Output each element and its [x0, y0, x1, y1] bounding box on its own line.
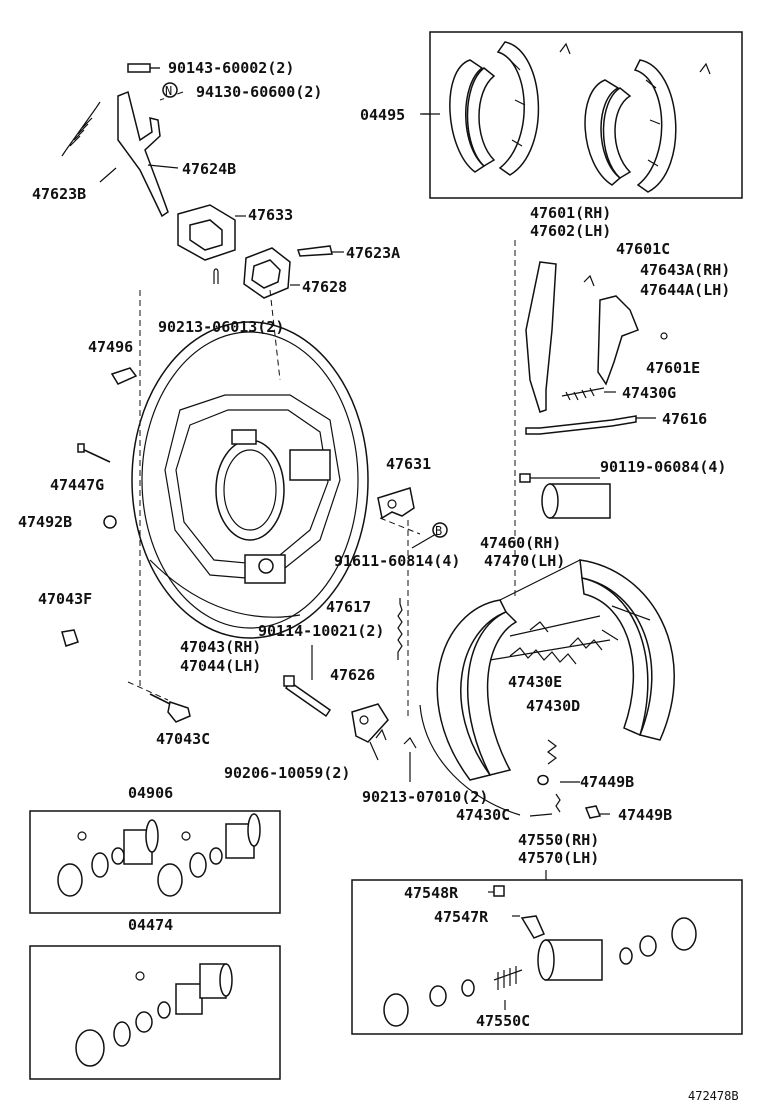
- label-47602-lh: 47602(LH): [530, 222, 611, 240]
- label-90206-10059: 90206-10059(2): [224, 764, 350, 782]
- label-47043c: 47043C: [156, 730, 210, 748]
- label-47447g: 47447G: [50, 476, 104, 494]
- kit-box-04906: [29, 810, 281, 914]
- label-47601c: 47601C: [616, 240, 670, 258]
- kit-04474-illustration: [75, 963, 233, 1067]
- label-04906: 04906: [128, 784, 173, 802]
- label-47548r: 47548R: [404, 884, 459, 902]
- label-90213-06013: 90213-06013(2): [158, 318, 284, 336]
- brake-assembly-illustration: [419, 559, 675, 819]
- label-47624b: 47624B: [182, 160, 236, 178]
- label-47550c: 47550C: [476, 1012, 530, 1030]
- brake-shoe-set-illustration: [449, 41, 711, 193]
- kit-47550-illustration: [383, 885, 697, 1027]
- label-47626: 47626: [330, 666, 375, 684]
- label-47043-rh: 47043(RH): [180, 638, 261, 656]
- label-47430g: 47430G: [622, 384, 676, 402]
- label-90119-06084: 90119-06084(4): [600, 458, 726, 476]
- label-47460-rh: 47460(RH): [480, 534, 561, 552]
- label-91611-60814: 91611-60814(4): [334, 552, 460, 570]
- label-47623a: 47623A: [346, 244, 400, 262]
- label-47044-lh: 47044(LH): [180, 657, 261, 675]
- parking-lever-illustration: [61, 63, 179, 218]
- label-47043f: 47043F: [38, 590, 92, 608]
- label-94130-60600: 94130-60600(2): [196, 83, 322, 101]
- label-47628: 47628: [302, 278, 347, 296]
- svg-text:N: N: [165, 84, 172, 98]
- spring-47617-illustration: [397, 598, 403, 660]
- label-47550-rh: 47550(RH): [518, 831, 599, 849]
- label-47430d: 47430D: [526, 697, 580, 715]
- lever-47626-illustration: [351, 703, 389, 743]
- svg-text:B: B: [435, 524, 442, 538]
- label-04495: 04495: [360, 106, 405, 124]
- label-47430e: 47430E: [508, 673, 562, 691]
- kit-box-04474: [29, 945, 281, 1080]
- wheel-cylinder-illustration: [519, 473, 611, 519]
- label-04474: 04474: [128, 916, 173, 934]
- anchor-bracket-illustration: [377, 487, 415, 520]
- label-47449b-2: 47449B: [618, 806, 672, 824]
- marker-b1: B: [432, 522, 448, 538]
- label-47633: 47633: [248, 206, 293, 224]
- bolt-90114-illustration: [283, 675, 332, 718]
- leader-lines: [99, 67, 610, 1010]
- marker-n: N: [162, 82, 178, 98]
- label-90213-07010: 90213-07010(2): [362, 788, 488, 806]
- clip-illustration: [375, 728, 417, 749]
- label-47617: 47617: [326, 598, 371, 616]
- label-47470-lh: 47470(LH): [484, 552, 565, 570]
- label-47643a-rh: 47643A(RH): [640, 261, 730, 279]
- kit-box-04495: [429, 31, 743, 199]
- label-47644a-lh: 47644A(LH): [640, 281, 730, 299]
- parking-brake-lever-illustration: [525, 261, 668, 435]
- label-90143-60002: 90143-60002(2): [168, 59, 294, 77]
- label-47623b: 47623B: [32, 185, 86, 203]
- label-90114-10021: 90114-10021(2): [258, 622, 384, 640]
- label-47601e: 47601E: [646, 359, 700, 377]
- label-47631: 47631: [386, 455, 431, 473]
- label-47492b: 47492B: [18, 513, 72, 531]
- label-47616: 47616: [662, 410, 707, 428]
- label-47547r: 47547R: [434, 908, 489, 926]
- label-47430c: 47430C: [456, 806, 510, 824]
- kit-04906-illustration: [57, 813, 261, 897]
- label-47601-rh: 47601(RH): [530, 204, 611, 222]
- kit-box-47550: [351, 879, 743, 1035]
- label-diagram-id: 472478B: [688, 1089, 739, 1103]
- small-hardware-illustration: [61, 367, 191, 723]
- label-47570-lh: 47570(LH): [518, 849, 599, 867]
- label-47449b-1: 47449B: [580, 773, 634, 791]
- label-47496: 47496: [88, 338, 133, 356]
- adjuster-housing-illustration: [177, 204, 333, 299]
- backing-plate-illustration: [131, 321, 369, 639]
